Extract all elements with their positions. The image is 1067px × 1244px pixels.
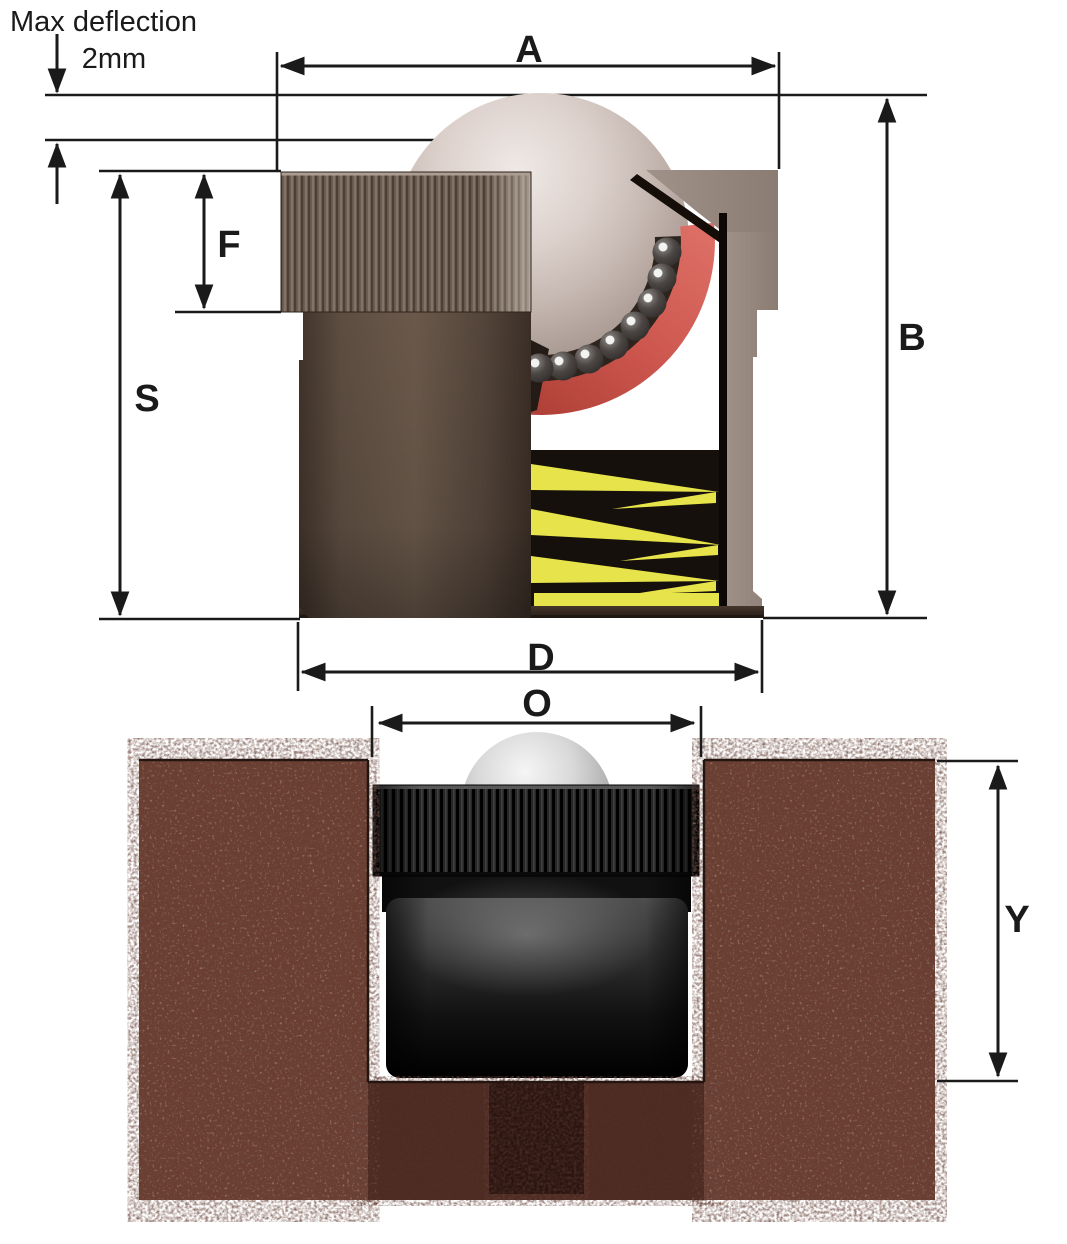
dim-label-d: D: [527, 637, 554, 679]
bearing-ball: [647, 263, 677, 293]
load-spring: [531, 464, 746, 606]
upper-cutaway-view: Max deflection 2mm A B F S D: [10, 6, 927, 693]
rim-gap-shadow: [630, 174, 723, 245]
bearing-ball: [620, 311, 650, 341]
housing-wall-cut-face: [723, 232, 778, 607]
upper-extension-lines: [45, 52, 927, 693]
bearing-ball: [637, 288, 667, 318]
dim-label-f: F: [217, 224, 240, 266]
bearing-ball: [574, 344, 604, 374]
bearing-ball: [599, 330, 629, 360]
housing-rim-cut-face: [646, 170, 778, 232]
lower-extension-lines: [370, 706, 1018, 1083]
block-texture: [139, 760, 368, 1200]
installed-unit: [372, 732, 700, 1078]
spring-coil: [531, 556, 719, 583]
max-deflection-label: Max deflection: [10, 6, 197, 38]
installed-unit-knurl-flange: [372, 784, 700, 877]
dim-label-s: S: [134, 378, 159, 420]
dim-label-o: O: [522, 683, 552, 725]
bearing-race: [522, 222, 715, 415]
block-texture: [704, 760, 935, 1200]
bearing-ball: [652, 237, 682, 267]
block-texture: [489, 1082, 584, 1194]
lower-dimension-arrows: [377, 713, 1008, 1078]
housing-base-edge: [299, 615, 764, 618]
pocket-outline: [139, 758, 935, 1084]
installed-unit-body-shade: [386, 898, 688, 1078]
mounting-block: [139, 760, 935, 1200]
bearing-ball: [548, 351, 578, 381]
inner-wall-joint-line: [719, 213, 727, 608]
housing-knurl-flange: [280, 171, 532, 313]
dim-label-b: B: [898, 317, 925, 359]
spring-coil: [531, 509, 721, 545]
bearing-ball: [524, 353, 554, 383]
housing-body-front-shading: [299, 312, 531, 618]
lower-installation-view: O Y: [139, 683, 1030, 1200]
upper-dimension-arrows: [47, 34, 897, 682]
spring-coil: [612, 492, 716, 509]
dim-label-y: Y: [1004, 899, 1029, 941]
bearing-balls: [524, 237, 682, 383]
spring-coil: [627, 581, 716, 595]
spring-base-coil: [534, 593, 746, 606]
dim-label-a: A: [515, 29, 542, 71]
spring-coil: [531, 464, 719, 492]
max-deflection-value: 2mm: [82, 43, 146, 75]
spring-coil: [620, 545, 718, 561]
knurl-top-highlight: [281, 172, 531, 176]
